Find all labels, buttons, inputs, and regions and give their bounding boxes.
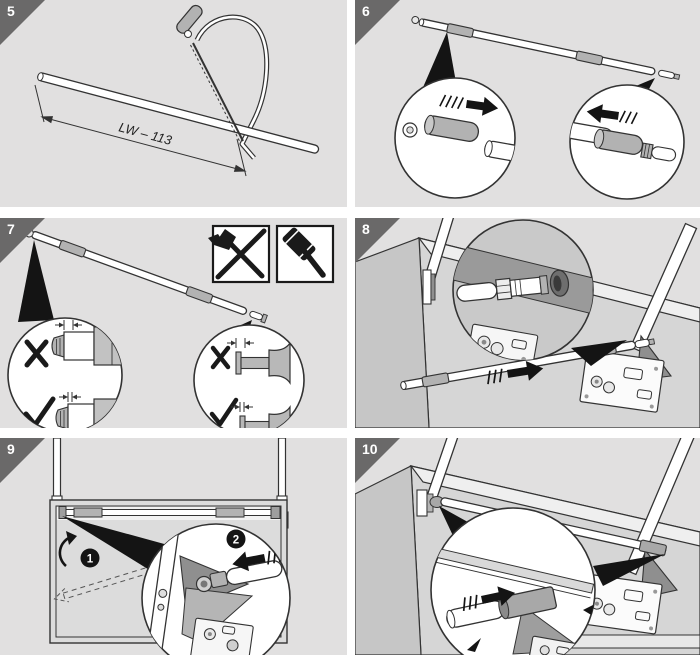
callout-seat-right: [193, 324, 305, 428]
right-lift-arm: [629, 222, 698, 353]
panel-step-6: 6: [355, 0, 700, 207]
step-corner: [355, 218, 400, 263]
left-bracket: [416, 489, 428, 517]
cross-mark-icon: [24, 339, 49, 368]
push-arrow-right: [439, 94, 499, 116]
step-number: 10: [362, 441, 378, 457]
end-cap: [640, 142, 677, 162]
cabinet-left-side: [355, 237, 430, 428]
mechanism-plate: [189, 617, 254, 655]
callout-socket: [430, 507, 596, 655]
step-corner: [355, 0, 400, 45]
dimension-label: LW – 113: [117, 119, 174, 148]
adapter-sleeve: [593, 128, 644, 155]
dimension: [34, 84, 247, 177]
step-2-label: 2: [233, 535, 239, 547]
callout-insert-right: [569, 84, 685, 200]
check-mark-icon: [209, 397, 239, 427]
callout-insert-left: [394, 77, 516, 199]
step-1-label: 1: [87, 554, 94, 566]
left-bracket-edge: [430, 273, 436, 301]
panel-step-7: 7: [0, 218, 347, 428]
panel-step-5: LW – 113 5: [0, 0, 347, 207]
step-corner: [0, 0, 45, 45]
gallery-rod: [58, 506, 281, 519]
hacksaw-icon: [194, 14, 270, 160]
step-number: 8: [362, 221, 370, 237]
panel-step-8: 8: [355, 218, 700, 428]
rubber-mallet-allowed-icon: [275, 224, 335, 284]
push-arrow-right: [462, 586, 516, 611]
steel-hammer-prohibited-icon: [208, 224, 271, 284]
cut-rod-illustration: LW – 113: [34, 4, 320, 177]
callout-coupling: [452, 219, 594, 361]
rod-engaged-illustration: [355, 438, 700, 655]
adapter-sleeve: [424, 114, 480, 142]
step-2-badge: 2: [226, 529, 246, 549]
callout-pointer-left: [421, 32, 457, 92]
slide-rod-illustration: [355, 218, 700, 428]
push-arrow-left: [586, 104, 638, 125]
callout-pointer-right: [593, 554, 665, 586]
insert-adapters-illustration: [394, 15, 685, 200]
panel-step-10: 10: [355, 438, 700, 655]
cabinet-top-underside: [409, 465, 700, 547]
panel-step-9: 1: [0, 438, 347, 655]
cabinet-left-side: [355, 465, 422, 655]
swivel-rod-illustration: 1: [49, 438, 291, 655]
callout-seat-left: [7, 317, 123, 428]
rod-coupling: [456, 269, 570, 302]
callout-engage: [141, 523, 291, 655]
right-lift-arm: [624, 438, 696, 576]
step-number: 5: [7, 3, 15, 19]
rod-into-socket: [446, 586, 557, 629]
step-corner: [0, 438, 45, 483]
wrong-row: [210, 338, 291, 385]
step-corner: [355, 438, 400, 483]
cross-mark-icon: [210, 345, 231, 370]
step-number: 7: [7, 221, 15, 237]
seat-fittings-illustration: [7, 224, 335, 428]
step-1-badge: 1: [80, 548, 100, 568]
callout-pointer-left: [18, 240, 54, 322]
callout-pointer: [571, 340, 627, 366]
rod-end-detail: [209, 560, 283, 589]
step-number: 6: [362, 3, 370, 19]
gallery-rod: [411, 15, 681, 80]
mount-plate: [579, 349, 665, 413]
hacksaw-blade: [176, 4, 244, 144]
gallery-rod: [37, 72, 320, 154]
push-arrow-right: [487, 360, 544, 385]
left-bracket: [422, 269, 432, 305]
swivel-arrow-icon: [58, 531, 77, 567]
step-number: 9: [7, 441, 15, 457]
step-corner: [0, 218, 45, 263]
detent-arrow-icon: [467, 638, 481, 652]
